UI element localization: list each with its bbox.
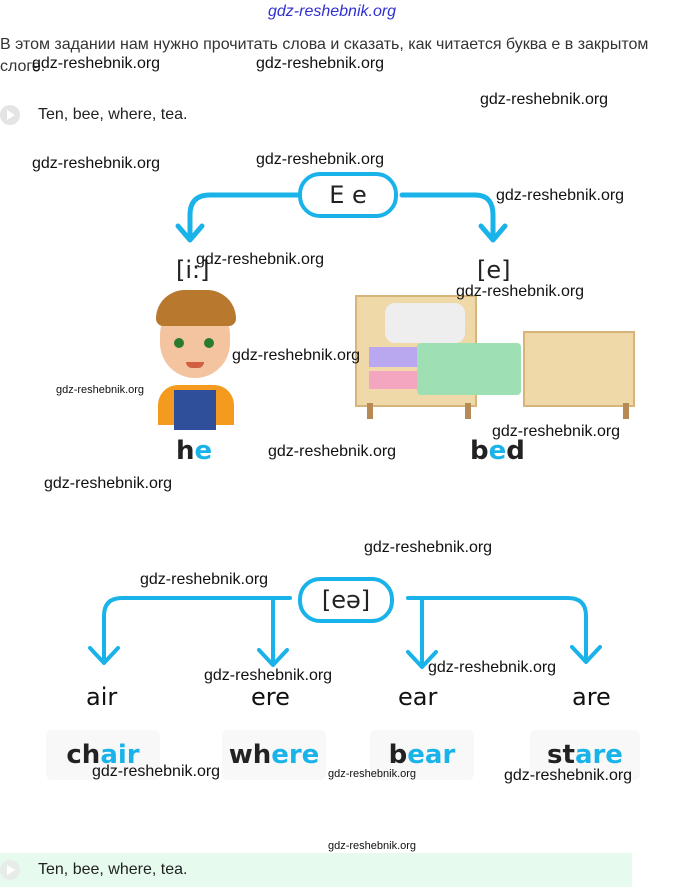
watermark: gdz-reshebnik.org (428, 659, 557, 676)
word-bed: bed (470, 436, 525, 466)
sound-long: [i:] (176, 256, 210, 284)
watermark: gdz-reshebnik.org (268, 3, 397, 20)
watermark: gdz-reshebnik.org (268, 443, 397, 460)
boy-illustration (150, 290, 240, 430)
watermark: gdz-reshebnik.org (32, 155, 161, 172)
play-icon[interactable] (0, 105, 20, 125)
watermark: gdz-reshebnik.org (140, 571, 269, 588)
watermark: gdz-reshebnik.org (496, 187, 625, 204)
spelling-air: air (86, 683, 118, 711)
watermark: gdz-reshebnik.org (56, 384, 145, 396)
watermark: gdz-reshebnik.org (364, 539, 493, 556)
watermark: gdz-reshebnik.org (204, 667, 333, 684)
watermark: gdz-reshebnik.org (44, 475, 173, 492)
watermark: gdz-reshebnik.org (504, 767, 633, 784)
watermark: gdz-reshebnik.org (480, 91, 609, 108)
audio-text: Ten, bee, where, tea. (38, 861, 188, 878)
watermark: gdz-reshebnik.org (232, 347, 361, 364)
watermark: gdz-reshebnik.org (492, 423, 621, 440)
audio-player-top[interactable]: Ten, bee, where, tea. (0, 98, 632, 132)
watermark: gdz-reshebnik.org (328, 840, 417, 852)
watermark: gdz-reshebnik.org (256, 151, 385, 168)
watermark: gdz-reshebnik.org (328, 768, 417, 780)
play-icon[interactable] (0, 860, 20, 880)
sound-short: [e] (477, 256, 511, 284)
bed-illustration (355, 295, 635, 420)
spelling-ear: ear (398, 683, 438, 711)
audio-text: Ten, bee, where, tea. (38, 106, 188, 123)
spelling-ere: ere (251, 683, 290, 711)
audio-player-bottom[interactable]: Ten, bee, where, tea. (0, 853, 632, 887)
spelling-are: are (572, 683, 611, 711)
watermark: gdz-reshebnik.org (32, 55, 161, 72)
watermark: gdz-reshebnik.org (92, 763, 221, 780)
watermark: gdz-reshebnik.org (196, 251, 325, 268)
watermark: gdz-reshebnik.org (256, 55, 385, 72)
arrows-diagram-2 (88, 596, 602, 669)
watermark: gdz-reshebnik.org (456, 283, 585, 300)
word-he: he (176, 436, 213, 466)
intro-text: В этом задании нам нужно прочитать слова… (0, 36, 649, 75)
arrows-diagram-1 (175, 192, 508, 243)
letter-pill: E e (298, 172, 398, 218)
sound-pill: [eə] (298, 577, 394, 623)
